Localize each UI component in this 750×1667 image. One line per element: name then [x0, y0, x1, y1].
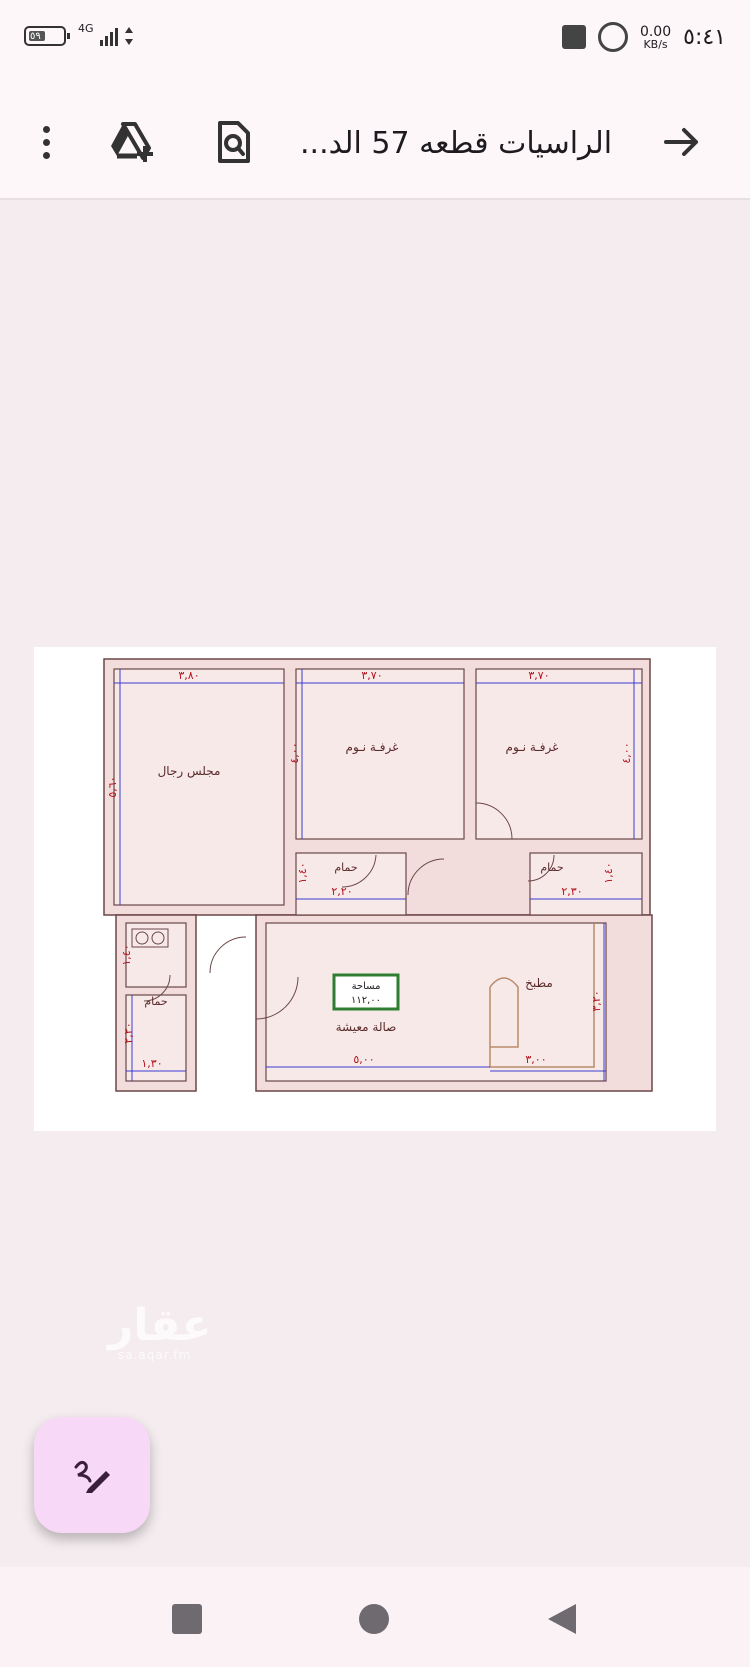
- room-interiors: [113, 668, 643, 1082]
- add-to-drive-button[interactable]: [104, 114, 160, 170]
- system-back-button[interactable]: [540, 1597, 584, 1641]
- battery-icon: ٥٩: [24, 26, 70, 46]
- status-right: 0.00 KB/s ٥:٤١: [561, 22, 726, 52]
- recents-button[interactable]: [165, 1597, 209, 1641]
- back-button[interactable]: [654, 114, 710, 170]
- bedroom-2-depth-label: ٤,٠٠: [620, 742, 633, 763]
- bath-1-depth-label: ١,٤٠: [296, 862, 309, 883]
- add-to-drive-icon: [111, 122, 153, 162]
- document-title: الراسيات قطعه 57 الد...: [300, 126, 613, 161]
- draw-pen-icon: [74, 1460, 110, 1493]
- edit-annotate-button[interactable]: [34, 1417, 150, 1533]
- bedroom-1-label: غرفـة نـوم: [346, 740, 399, 755]
- back-triangle-icon: [548, 1604, 576, 1634]
- bedroom-1-room: [295, 668, 465, 840]
- area-value: ١١٢,٠٠: [351, 995, 381, 1006]
- bath-2-door-arc: [527, 854, 555, 882]
- kitchen-island: [489, 977, 519, 1048]
- bath-3-width-label: ١,٣٠: [141, 1057, 162, 1070]
- entry-room: [125, 922, 187, 988]
- entry-door-arc: [209, 936, 247, 974]
- kitchen-label: مطبخ: [525, 976, 553, 990]
- system-nav-bar: [0, 1567, 750, 1667]
- sink-basin-left: [135, 931, 149, 945]
- sink-counter: [131, 928, 169, 948]
- area-label: مساحة: [352, 981, 381, 992]
- area-box: [332, 973, 400, 1011]
- home-circle-icon: [359, 1604, 389, 1634]
- majlis-label: مجلس رجال: [158, 764, 221, 779]
- bedroom-2-label: غرفـة نـوم: [506, 740, 559, 755]
- bath-2-width-label: ٢,٣٠: [561, 885, 582, 898]
- data-transfer-icon: [124, 27, 133, 45]
- dimension-lines: [114, 669, 642, 1081]
- bath-3-depth-label: ٢,٢٠: [122, 1022, 135, 1043]
- signal-strength-icon: [99, 26, 118, 46]
- status-bar: ٥٩ 4G 0.00 KB/s ٥:٤١: [0, 0, 750, 86]
- majlis-width-label: ٣,٨٠: [178, 669, 199, 682]
- screen-record-icon: [561, 25, 586, 49]
- speed-unit: KB/s: [643, 37, 668, 51]
- bath-1-width-label: ٢,٢٠: [331, 885, 352, 898]
- living-door-arc: [255, 976, 299, 1020]
- bedroom-2-door-arc: [475, 802, 513, 840]
- bath-3-label: حمام: [144, 995, 167, 1008]
- bath-2-room: [529, 852, 643, 916]
- bath-1-label: حمام: [334, 861, 357, 874]
- bedroom-2-room: [475, 668, 643, 840]
- find-in-document-button[interactable]: [205, 114, 261, 170]
- bath-2-label: حمام: [540, 861, 563, 874]
- home-button[interactable]: [352, 1597, 396, 1641]
- whatsapp-notification-icon: [597, 22, 628, 52]
- find-in-document-icon: [218, 121, 250, 163]
- bedroom-2-width-label: ٣,٧٠: [528, 669, 549, 682]
- battery-level: ٥٩: [30, 30, 41, 42]
- bath-3-room: [125, 994, 187, 1082]
- kitchen-counter: [489, 923, 595, 1068]
- majlis-room: [113, 668, 285, 906]
- more-vert-icon: [42, 125, 50, 159]
- floor-plan-page[interactable]: مجلس رجال ٣,٨٠ ٥,٦٠ غرفـة نـوم ٣,٧٠ ٤,٠٠…: [34, 647, 716, 1131]
- clock: ٥:٤١: [683, 24, 726, 50]
- bath-1-room: [295, 852, 407, 916]
- document-viewer[interactable]: مجلس رجال ٣,٨٠ ٥,٦٠ غرفـة نـوم ٣,٧٠ ٤,٠٠…: [0, 200, 750, 1567]
- speed-value: 0.00: [639, 23, 672, 40]
- watermark-logo: عقار: [108, 1300, 212, 1351]
- doors: [143, 802, 555, 1020]
- kitchen-width-label: ٣,٠٠: [525, 1053, 546, 1066]
- living-width-label: ٥,٠٠: [353, 1053, 374, 1066]
- more-options-button[interactable]: [18, 114, 74, 170]
- app-bar: الراسيات قطعه 57 الد...: [0, 86, 750, 200]
- bath-3-door-arc: [143, 974, 171, 1002]
- recents-square-icon: [172, 1604, 202, 1634]
- living-label: صالة معيشة: [336, 1020, 397, 1034]
- watermark-subtext: sa.aqar.fm: [118, 1348, 192, 1362]
- floor-plan-drawing: مجلس رجال ٣,٨٠ ٥,٦٠ غرفـة نـوم ٣,٧٠ ٤,٠٠…: [103, 658, 653, 1092]
- back-arrow-icon: [664, 128, 698, 156]
- entry-depth-label: ١,٤٠: [120, 944, 133, 965]
- majlis-depth-label: ٥,٦٠: [106, 776, 119, 797]
- living-room: [265, 922, 607, 1082]
- status-left: ٥٩ 4G: [24, 22, 134, 46]
- bedroom-1-width-label: ٣,٧٠: [361, 669, 382, 682]
- network-speed: 0.00 KB/s: [640, 25, 671, 50]
- network-type: 4G: [78, 21, 94, 35]
- sink-basin-right: [151, 931, 165, 945]
- bath-2-depth-label: ١,٤٠: [602, 862, 615, 883]
- kitchen-depth-label: ٣,٢٠: [590, 990, 603, 1011]
- bath-1-door-arc: [341, 854, 377, 888]
- hall-door-arc: [407, 858, 445, 896]
- bedroom-1-depth-label: ٤,٠٠: [288, 742, 301, 763]
